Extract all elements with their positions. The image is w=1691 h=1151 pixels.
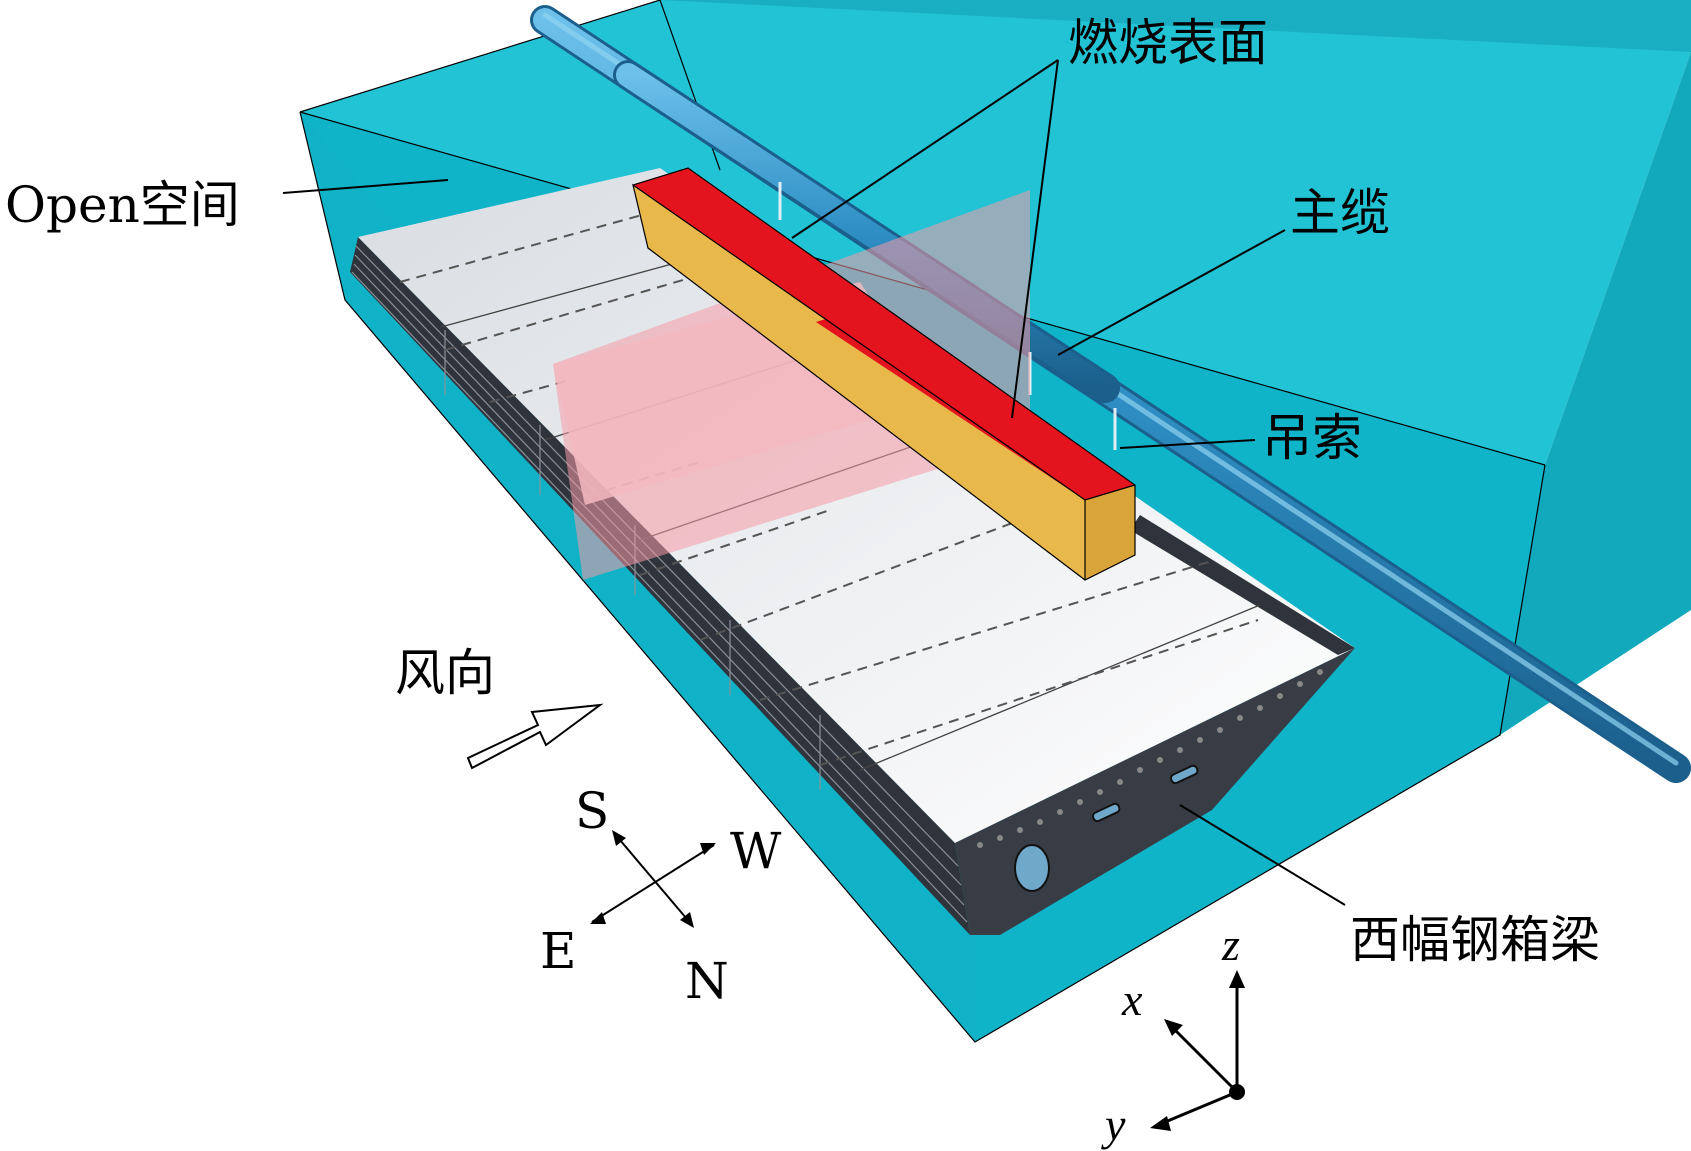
axis-x-label: x <box>1121 974 1143 1025</box>
burning-block <box>632 167 1136 581</box>
steel-box-girder <box>350 168 1355 935</box>
compass-south-label: S <box>575 782 609 840</box>
burning-block-side <box>633 185 1085 580</box>
hanger-label: 吊索 <box>1262 409 1362 467</box>
axis-z-label: z <box>1221 919 1240 970</box>
domain-back-face <box>660 0 1691 52</box>
domain-edges <box>299 0 661 113</box>
compass: S W E N <box>540 782 782 1010</box>
compass-arrow-south-icon <box>612 830 626 846</box>
compass-west-label: W <box>730 822 782 880</box>
compass-arrow-west-icon <box>700 843 716 855</box>
label-open-space: Open空间 <box>5 176 449 234</box>
west-steel-box-girder-label: 西幅钢箱梁 <box>1350 911 1600 969</box>
coordinate-axes: z x y <box>1101 919 1245 1150</box>
open-space-label: Open空间 <box>5 176 240 234</box>
domain-right-face <box>1500 52 1691 735</box>
girder-deck-top <box>358 168 1355 843</box>
main-cable-label: 主缆 <box>1290 184 1390 242</box>
girder-east-rim <box>1130 515 1355 655</box>
label-hanger: 吊索 <box>1119 409 1362 467</box>
wind-direction-label: 风向 <box>395 644 495 702</box>
girder-end-rivets <box>977 669 1323 848</box>
burning-block-end <box>1085 485 1135 580</box>
burning-surface-label: 燃烧表面 <box>1068 14 1268 72</box>
label-burning-surface: 燃烧表面 <box>791 14 1268 419</box>
label-west-girder: 西幅钢箱梁 <box>1179 804 1600 969</box>
compass-arrow-north-icon <box>680 912 694 928</box>
label-wind-direction: 风向 <box>395 644 604 770</box>
compass-north-label: N <box>685 952 729 1010</box>
burning-block-red-face <box>816 305 1135 500</box>
axis-y-label: y <box>1101 1099 1126 1150</box>
axis-origin <box>1229 1084 1245 1100</box>
axis-y-arrow-icon <box>1150 1116 1171 1131</box>
axis-z-arrow-icon <box>1229 970 1245 988</box>
wind-arrow-icon <box>466 703 604 770</box>
label-main-cable: 主缆 <box>1057 184 1390 356</box>
compass-arrow-east-icon <box>590 912 606 924</box>
axis-x-arrow-icon <box>1164 1019 1183 1036</box>
girder-end-face <box>955 648 1355 935</box>
girder-end-holes <box>1014 764 1199 892</box>
compass-east-label: E <box>540 922 577 980</box>
